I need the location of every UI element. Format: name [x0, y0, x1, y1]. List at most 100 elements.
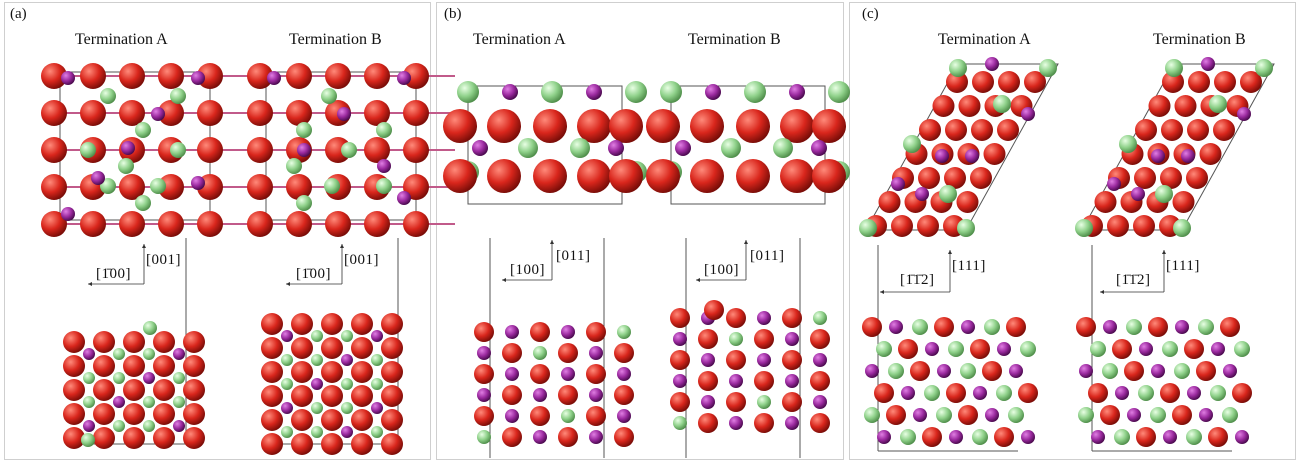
purple-atom	[83, 348, 95, 360]
purple-atom	[1211, 342, 1225, 356]
panel-c-frame	[849, 2, 1296, 460]
oxygen-atom	[1187, 119, 1209, 141]
purple-atom	[1201, 57, 1215, 71]
purple-atom	[561, 409, 575, 423]
green-atom	[1138, 385, 1154, 401]
panel-a-label: (a)	[10, 6, 27, 22]
oxygen-atom	[291, 361, 313, 383]
arrowhead	[502, 278, 506, 282]
panel-c-label: (c)	[862, 6, 879, 22]
oxygen-atom	[474, 322, 494, 342]
panel-a-termination-b-direction-horizontal: [1̄00]	[296, 266, 331, 282]
oxygen-atom	[41, 174, 67, 200]
oxygen-atom	[351, 361, 373, 383]
oxygen-atom	[119, 174, 145, 200]
oxygen-atom	[862, 317, 882, 337]
oxygen-atom	[247, 137, 273, 163]
oxygen-atom	[1133, 215, 1155, 237]
purple-atom	[1009, 364, 1023, 378]
green-atom	[1039, 59, 1057, 77]
arrowhead	[1100, 290, 1104, 294]
panel-b-termination-b-top-view	[646, 81, 850, 205]
oxygen-atom	[119, 100, 145, 126]
arrowhead	[286, 282, 290, 286]
arrowhead	[696, 278, 700, 282]
oxygen-atom	[1220, 317, 1240, 337]
green-atom	[296, 122, 312, 138]
green-atom	[113, 420, 125, 432]
purple-atom	[965, 149, 979, 163]
oxygen-atom	[922, 427, 942, 447]
panel-b-termination-b-side-view	[670, 238, 830, 458]
oxygen-atom	[247, 63, 273, 89]
panel-b-termination-b-direction-vertical: [011]	[750, 248, 785, 264]
oxygen-atom	[502, 427, 522, 447]
oxygen-atom	[754, 329, 774, 349]
purple-atom	[341, 426, 353, 438]
green-atom	[143, 321, 157, 335]
purple-atom	[1131, 187, 1145, 201]
oxygen-atom	[958, 405, 978, 425]
green-atom	[1173, 219, 1191, 237]
oxygen-atom	[782, 308, 802, 328]
purple-atom	[785, 332, 799, 346]
green-atom	[170, 88, 186, 104]
green-atom	[281, 426, 293, 438]
oxygen-atom	[247, 211, 273, 237]
green-atom	[1008, 407, 1024, 423]
purple-atom	[1115, 386, 1129, 400]
oxygen-atom	[994, 427, 1014, 447]
purple-atom	[617, 409, 631, 423]
oxygen-atom	[286, 100, 312, 126]
green-atom	[936, 407, 952, 423]
oxygen-atom	[1148, 317, 1168, 337]
green-atom	[996, 385, 1012, 401]
panel-c-termination-a-direction-vertical: [111]	[952, 258, 986, 274]
green-atom	[83, 396, 95, 408]
panel-c-termination-b-direction-horizontal: [1̄1̄2]	[1116, 272, 1151, 288]
oxygen-atom	[41, 137, 67, 163]
green-atom	[150, 178, 166, 194]
green-atom	[1222, 407, 1238, 423]
green-atom	[721, 138, 741, 158]
oxygen-atom	[158, 174, 184, 200]
green-atom	[828, 81, 850, 103]
green-atom	[311, 426, 323, 438]
oxygen-atom	[810, 371, 830, 391]
oxygen-atom	[874, 383, 894, 403]
oxygen-atom	[726, 392, 746, 412]
oxygen-atom	[934, 317, 954, 337]
oxygen-atom	[530, 406, 550, 426]
oxygen-atom	[291, 433, 313, 455]
panel-b-termination-a-direction-horizontal: [100]	[510, 262, 545, 278]
oxygen-atom	[123, 403, 145, 425]
green-atom	[1165, 59, 1183, 77]
purple-atom	[397, 71, 411, 85]
oxygen-atom	[381, 361, 403, 383]
arrowhead	[550, 240, 554, 244]
green-atom	[1255, 59, 1273, 77]
oxygen-atom	[609, 109, 643, 143]
oxygen-atom	[1018, 383, 1038, 403]
green-atom	[773, 138, 793, 158]
oxygen-atom	[63, 403, 85, 425]
oxygen-atom	[119, 211, 145, 237]
purple-atom	[151, 107, 165, 121]
purple-atom	[789, 84, 805, 100]
panel-c-termination-b-direction-vertical: [111]	[1166, 258, 1200, 274]
oxygen-atom	[1172, 191, 1195, 213]
purple-atom	[281, 330, 293, 342]
green-atom	[100, 88, 116, 104]
green-atom	[83, 372, 95, 384]
green-atom	[135, 122, 151, 138]
oxygen-atom	[812, 159, 846, 193]
purple-atom	[1175, 320, 1189, 334]
purple-atom	[173, 348, 185, 360]
oxygen-atom	[956, 191, 979, 213]
purple-atom	[877, 430, 891, 444]
purple-atom	[1091, 430, 1105, 444]
purple-atom	[729, 416, 743, 430]
purple-atom	[729, 332, 743, 346]
oxygen-atom	[558, 385, 578, 405]
purple-atom	[586, 84, 602, 100]
